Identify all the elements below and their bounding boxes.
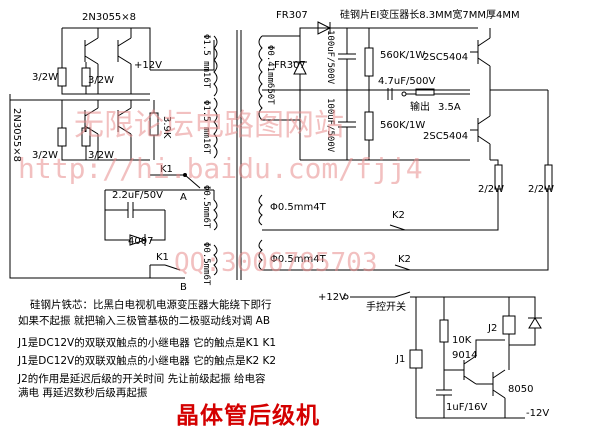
transistor-8050 bbox=[476, 369, 506, 418]
label-fr307-a: FR307 bbox=[276, 10, 308, 21]
label-c47: 4.7uF/500V bbox=[378, 76, 435, 87]
capacitor-100uf-b bbox=[338, 121, 356, 128]
transformer bbox=[213, 30, 263, 280]
label-output: 输出 bbox=[410, 100, 430, 113]
label-fr307-b: FR307 bbox=[274, 60, 306, 71]
label-winding-2: Φ1.5 mm16T bbox=[201, 100, 211, 155]
label-winding-4: Φ0.5mm6T bbox=[201, 242, 211, 286]
note-line-1: 硅钢片铁芯：比黑白电视机电源变压器大能绕下即行 bbox=[30, 299, 272, 311]
transistor-q3 bbox=[84, 107, 99, 135]
label-12v-b: +12V bbox=[318, 292, 346, 303]
fuse-3-5a bbox=[415, 88, 435, 96]
label-sc5404-a: 2SC5404 bbox=[423, 52, 468, 63]
label-j2: J2 bbox=[487, 323, 497, 334]
resistor-560k-a bbox=[364, 47, 374, 77]
label-2-2uf: 2.2uF/50V bbox=[112, 190, 163, 201]
resistor-560k-b bbox=[364, 111, 374, 141]
relay-coil-j2 bbox=[502, 315, 516, 335]
transistor-q1 bbox=[84, 28, 99, 65]
capacitor-2-2uf bbox=[105, 202, 165, 218]
label-k1: K1 bbox=[160, 164, 173, 175]
diode-fr307-a bbox=[317, 21, 332, 35]
capacitor-100uf-a bbox=[338, 53, 356, 60]
label-r32-c: 3/2W bbox=[32, 150, 58, 161]
transistor-q4 bbox=[117, 107, 132, 135]
resistor-r3 bbox=[57, 127, 67, 147]
capacitor-4-7uf bbox=[387, 88, 393, 100]
transistor-9014 bbox=[444, 339, 505, 385]
label-a: A bbox=[180, 192, 187, 203]
transistor-2sc5404-b bbox=[470, 90, 491, 160]
resistor-r1 bbox=[57, 67, 67, 87]
label-12v: +12V bbox=[134, 60, 162, 71]
diode-flyback bbox=[528, 317, 542, 329]
label-winding-hv: Φ0.41mm650T bbox=[265, 45, 275, 105]
label-10k: 10K bbox=[452, 335, 472, 346]
label-transformer-title: 硅钢片EI变压器长8.3MM宽7MM厚4MM bbox=[340, 8, 520, 21]
label-r32-b: 3/2W bbox=[88, 75, 114, 86]
capacitor-1uf bbox=[436, 389, 452, 396]
resistor-10k bbox=[439, 319, 449, 343]
label-k2: K2 bbox=[392, 210, 405, 221]
label-winding-3: Φ0.5mm6T bbox=[201, 185, 211, 229]
label-c100-a: 100uF/500V bbox=[325, 30, 335, 85]
label-r32-a: 3/2W bbox=[32, 72, 58, 83]
label-1uf: 1uF/16V bbox=[446, 402, 488, 413]
note-line-2: 如果不起振 就把输入三极管基极的二极驱动线对调 AB bbox=[18, 315, 271, 327]
page-title: 晶体管后级机 bbox=[176, 402, 320, 429]
note-line-5: J2的作用是延迟后级的开关时间 先让前级起振 给电容 bbox=[18, 373, 266, 385]
label-r32-d: 3/2W bbox=[88, 150, 114, 161]
relay-coil-j1 bbox=[409, 349, 423, 369]
label-3-9k: 3.9K bbox=[161, 116, 172, 139]
label-4007: 4007 bbox=[128, 236, 153, 247]
inverter-stage bbox=[9, 27, 215, 279]
relay-contact-k2-b bbox=[394, 264, 411, 271]
label-sc5404-b: 2SC5404 bbox=[423, 131, 468, 142]
note-line-4: J1是DC12V的双联双触点的小继电器 它的触点是K2 K2 bbox=[18, 355, 277, 367]
label-k2-b: K2 bbox=[398, 254, 411, 265]
label-r560-a: 560K/1W bbox=[380, 50, 425, 61]
label-winding-6: Φ0.5mm4T bbox=[270, 254, 327, 265]
label-q-left: 2N3055×8 bbox=[11, 108, 22, 162]
relay-contact-k1 bbox=[150, 173, 201, 189]
label-q-top: 2N3055×8 bbox=[82, 12, 136, 23]
label-winding-1: Φ1.5 mm16T bbox=[201, 34, 211, 89]
transistor-q2 bbox=[117, 28, 132, 65]
relay-contact-k2 bbox=[389, 224, 406, 231]
label-fuse: 3.5A bbox=[438, 102, 461, 113]
label-winding-5: Φ0.5mm4T bbox=[270, 202, 327, 213]
label-r560-b: 560K/1W bbox=[380, 120, 425, 131]
transistor-2sc5404-a bbox=[470, 28, 491, 90]
resistor-3-9k bbox=[149, 112, 159, 136]
label-r22-a: 2/2W bbox=[478, 184, 504, 195]
note-line-3: J1是DC12V的双联双触点的小继电器 它的触点是K1 K1 bbox=[18, 337, 277, 349]
label-8050: 8050 bbox=[508, 384, 533, 395]
label-k1-b: K1 bbox=[156, 252, 169, 263]
label-9014: 9014 bbox=[452, 350, 477, 361]
label-b: B bbox=[180, 282, 187, 293]
relay-driver bbox=[343, 291, 542, 419]
label-j1: J1 bbox=[395, 354, 405, 365]
label-switch: 手控开关 bbox=[366, 300, 406, 313]
note-line-6: 满电 再延迟数秒后级再起振 bbox=[18, 387, 148, 399]
label-neg12v: -12V bbox=[526, 408, 549, 419]
hv-output-stage bbox=[262, 21, 553, 271]
diode-4007 bbox=[129, 234, 147, 246]
label-r22-b: 2/2W bbox=[528, 184, 554, 195]
label-c100-b: 100uF/500V bbox=[325, 98, 335, 153]
relay-contact-k1-b bbox=[149, 264, 181, 278]
